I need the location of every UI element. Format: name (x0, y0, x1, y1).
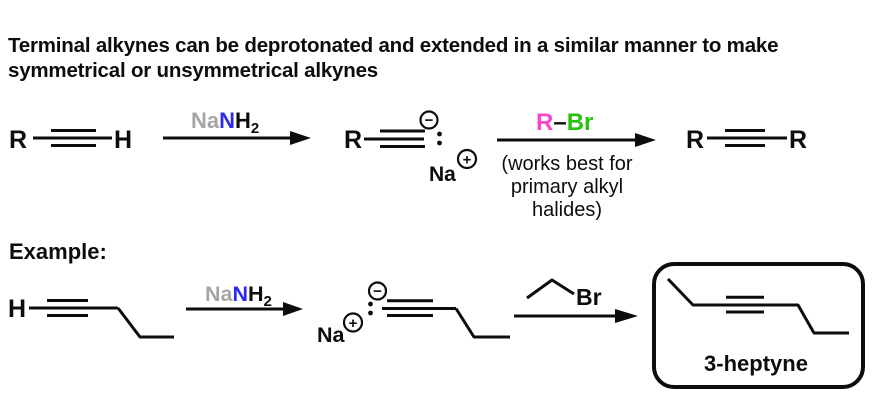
subscript-2: 2 (264, 293, 272, 310)
plus-charge-icon: + (456, 148, 478, 170)
reagent-nanh2-label: NaNH2 (191, 108, 259, 137)
reaction-arrow-1 (163, 131, 311, 145)
terminal-h-label: H (114, 126, 132, 154)
subscript-2: 2 (251, 120, 259, 137)
r-group-left-label: R (686, 126, 704, 154)
lone-pair-icon (437, 131, 442, 146)
sodium-cation-label: Na (429, 163, 456, 186)
example-reaction: Example: H NaNH2 Na + (8, 239, 865, 389)
title-line-1: Terminal alkynes can be deprotonated and… (8, 34, 778, 57)
example-heading: Example: (9, 239, 107, 264)
note-line-2: primary alkyl (511, 176, 623, 198)
acetylide-anion-structure: R − + Na (344, 110, 478, 186)
bromine-label: Br (576, 284, 602, 310)
pentyne-structure: H (8, 295, 174, 339)
product-name-label: 3-heptyne (704, 351, 808, 376)
heptyne-structure (666, 277, 849, 335)
arrow-head-icon (635, 133, 656, 147)
internal-alkyne-product-structure: R R (686, 126, 807, 154)
na-part: Na (205, 282, 234, 306)
n-part: N (232, 282, 248, 306)
title: Terminal alkynes can be deprotonated and… (8, 34, 778, 82)
r-part: R (536, 109, 553, 136)
bond-dash: – (553, 109, 566, 136)
lone-pair-icon (368, 301, 373, 316)
note-line-1: (works best for (501, 153, 632, 175)
r-group-right-label: R (789, 126, 807, 154)
alkyl-halide-label: R–Br (536, 109, 593, 136)
alkyl-chain-bond (116, 307, 174, 339)
minus-charge-icon: − (367, 281, 388, 301)
terminal-h-label: H (8, 295, 26, 323)
r-group-label: R (344, 126, 362, 154)
arrow-head-icon (283, 302, 303, 316)
carbon-skeleton-bond (666, 277, 849, 335)
ethyl-bromide-structure: Br (526, 278, 602, 310)
ethyl-chain-bond (526, 278, 575, 300)
reagent-nanh2-label: NaNH2 (205, 282, 272, 310)
reaction-arrow-1 (186, 302, 303, 316)
product-box: 3-heptyne (652, 262, 865, 389)
svg-text:−: − (373, 283, 382, 300)
terminal-alkyne-structure: R H (9, 126, 132, 154)
svg-text:+: + (463, 152, 472, 169)
svg-text:−: − (425, 112, 434, 129)
reaction-arrow-2 (514, 309, 638, 323)
reaction-note: (works best for primary alkyl halides) (501, 153, 632, 221)
sodium-cation-label: Na (317, 323, 346, 347)
reaction-arrow-2 (497, 133, 656, 147)
alkyl-chain-bond (454, 307, 510, 339)
plus-charge-icon: + (342, 312, 364, 333)
n-part: N (219, 108, 235, 133)
r-group-label: R (9, 126, 27, 154)
note-line-3: halides) (532, 199, 602, 221)
general-reaction: R H NaNH2 R − (9, 108, 807, 221)
arrow-head-icon (290, 131, 311, 145)
minus-charge-icon: − (419, 110, 439, 130)
h-part: H (248, 282, 264, 306)
pentynide-anion-structure: Na + − (317, 281, 510, 347)
arrow-head-icon (615, 309, 638, 323)
na-part: Na (191, 108, 220, 133)
h-part: H (235, 108, 251, 133)
title-line-2: symmetrical or unsymmetrical alkynes (8, 59, 378, 82)
rounded-box (652, 262, 865, 389)
br-part: Br (567, 109, 594, 136)
svg-text:+: + (349, 315, 358, 332)
